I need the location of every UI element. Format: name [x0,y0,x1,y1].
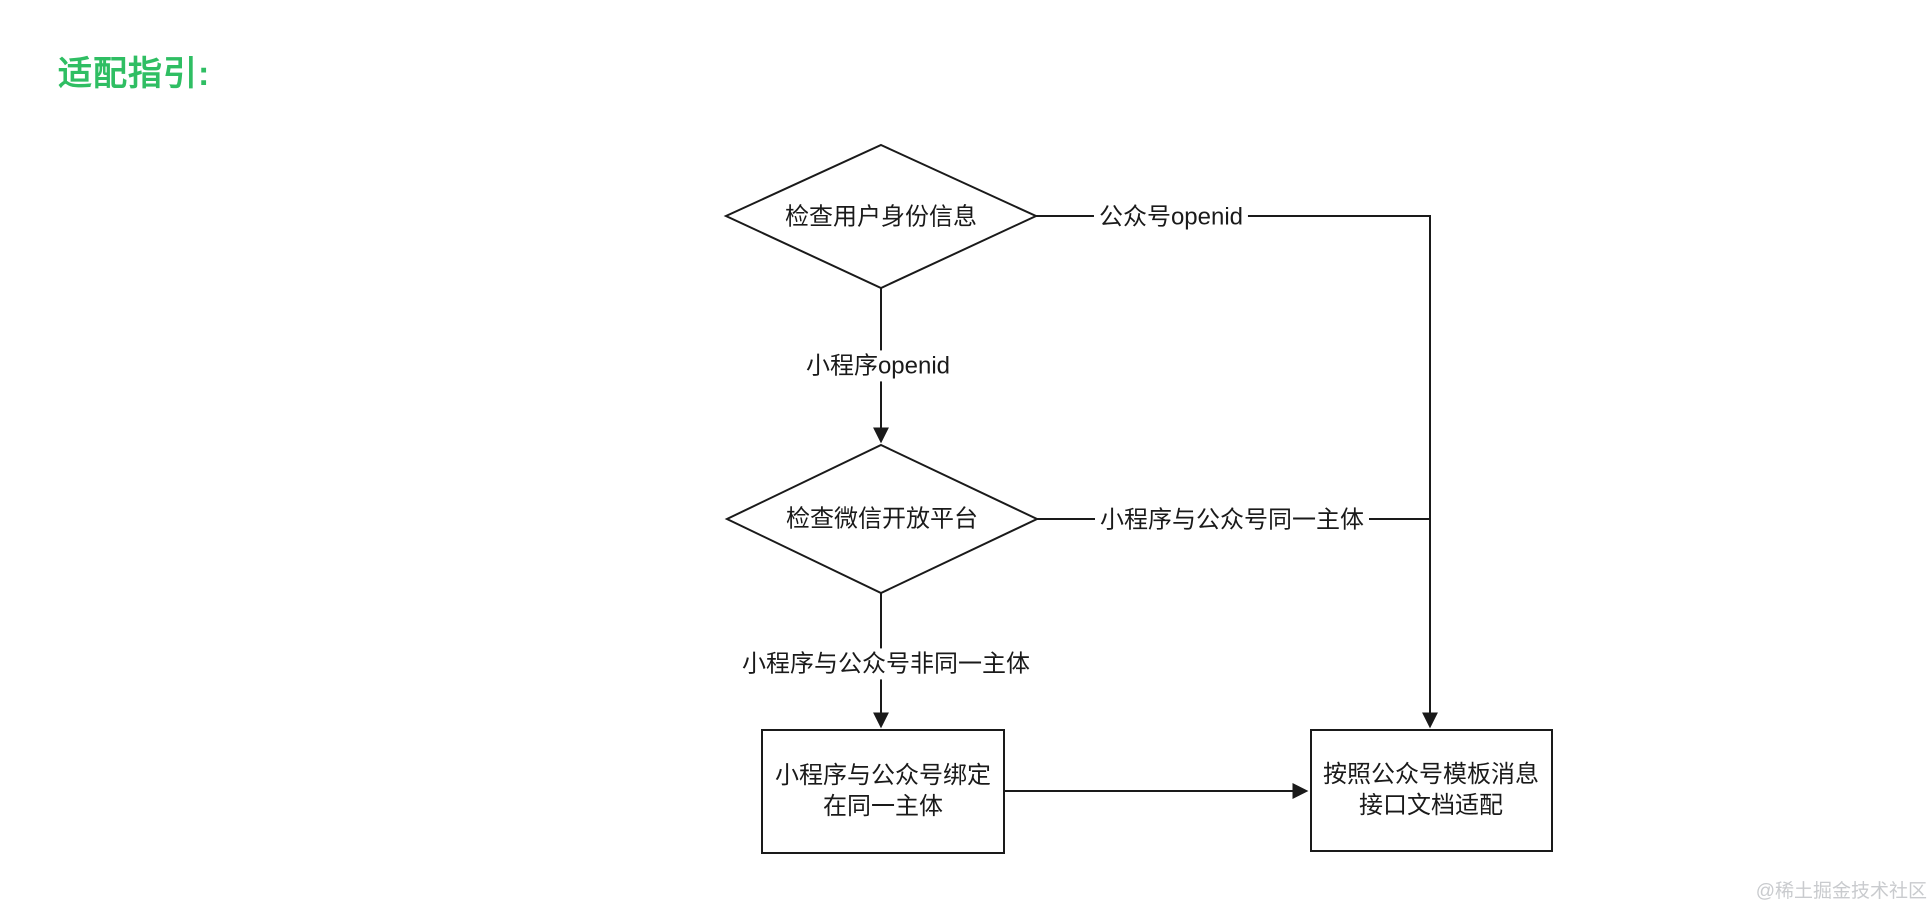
process-template-message-doc-shape [1310,729,1553,852]
edge-label-not-same-entity: 小程序与公众号非同一主体 [737,648,1035,680]
edge-label-miniprogram-openid: 小程序openid [800,350,956,382]
process-bind-same-entity-shape [761,729,1005,854]
edge-d1-to-p2 [1036,215,1438,729]
process-template-message-doc-label-line2: 接口文档适配 [1359,792,1503,819]
process-template-message-doc-label: 按照公众号模板消息 接口文档适配 [1323,759,1539,821]
decision-check-identity-shape [723,143,1039,290]
page-title: 适配指引: [58,55,211,93]
watermark: @稀土掘金技术社区 [1755,881,1927,902]
process-bind-same-entity-label: 小程序与公众号绑定 在同一主体 [775,760,991,822]
edge-label-official-account-openid: 公众号openid [1093,201,1249,233]
process-bind-same-entity-label-line2: 在同一主体 [823,793,943,820]
decision-check-open-platform-label: 检查微信开放平台 [786,505,978,533]
process-template-message-doc-label-line1: 按照公众号模板消息 [1323,760,1539,788]
edge-label-same-entity: 小程序与公众号同一主体 [1095,504,1369,536]
decision-check-open-platform-shape [724,443,1040,595]
process-bind-same-entity-label-line1: 小程序与公众号绑定 [775,761,991,789]
decision-check-identity-label: 检查用户身份信息 [785,203,977,231]
